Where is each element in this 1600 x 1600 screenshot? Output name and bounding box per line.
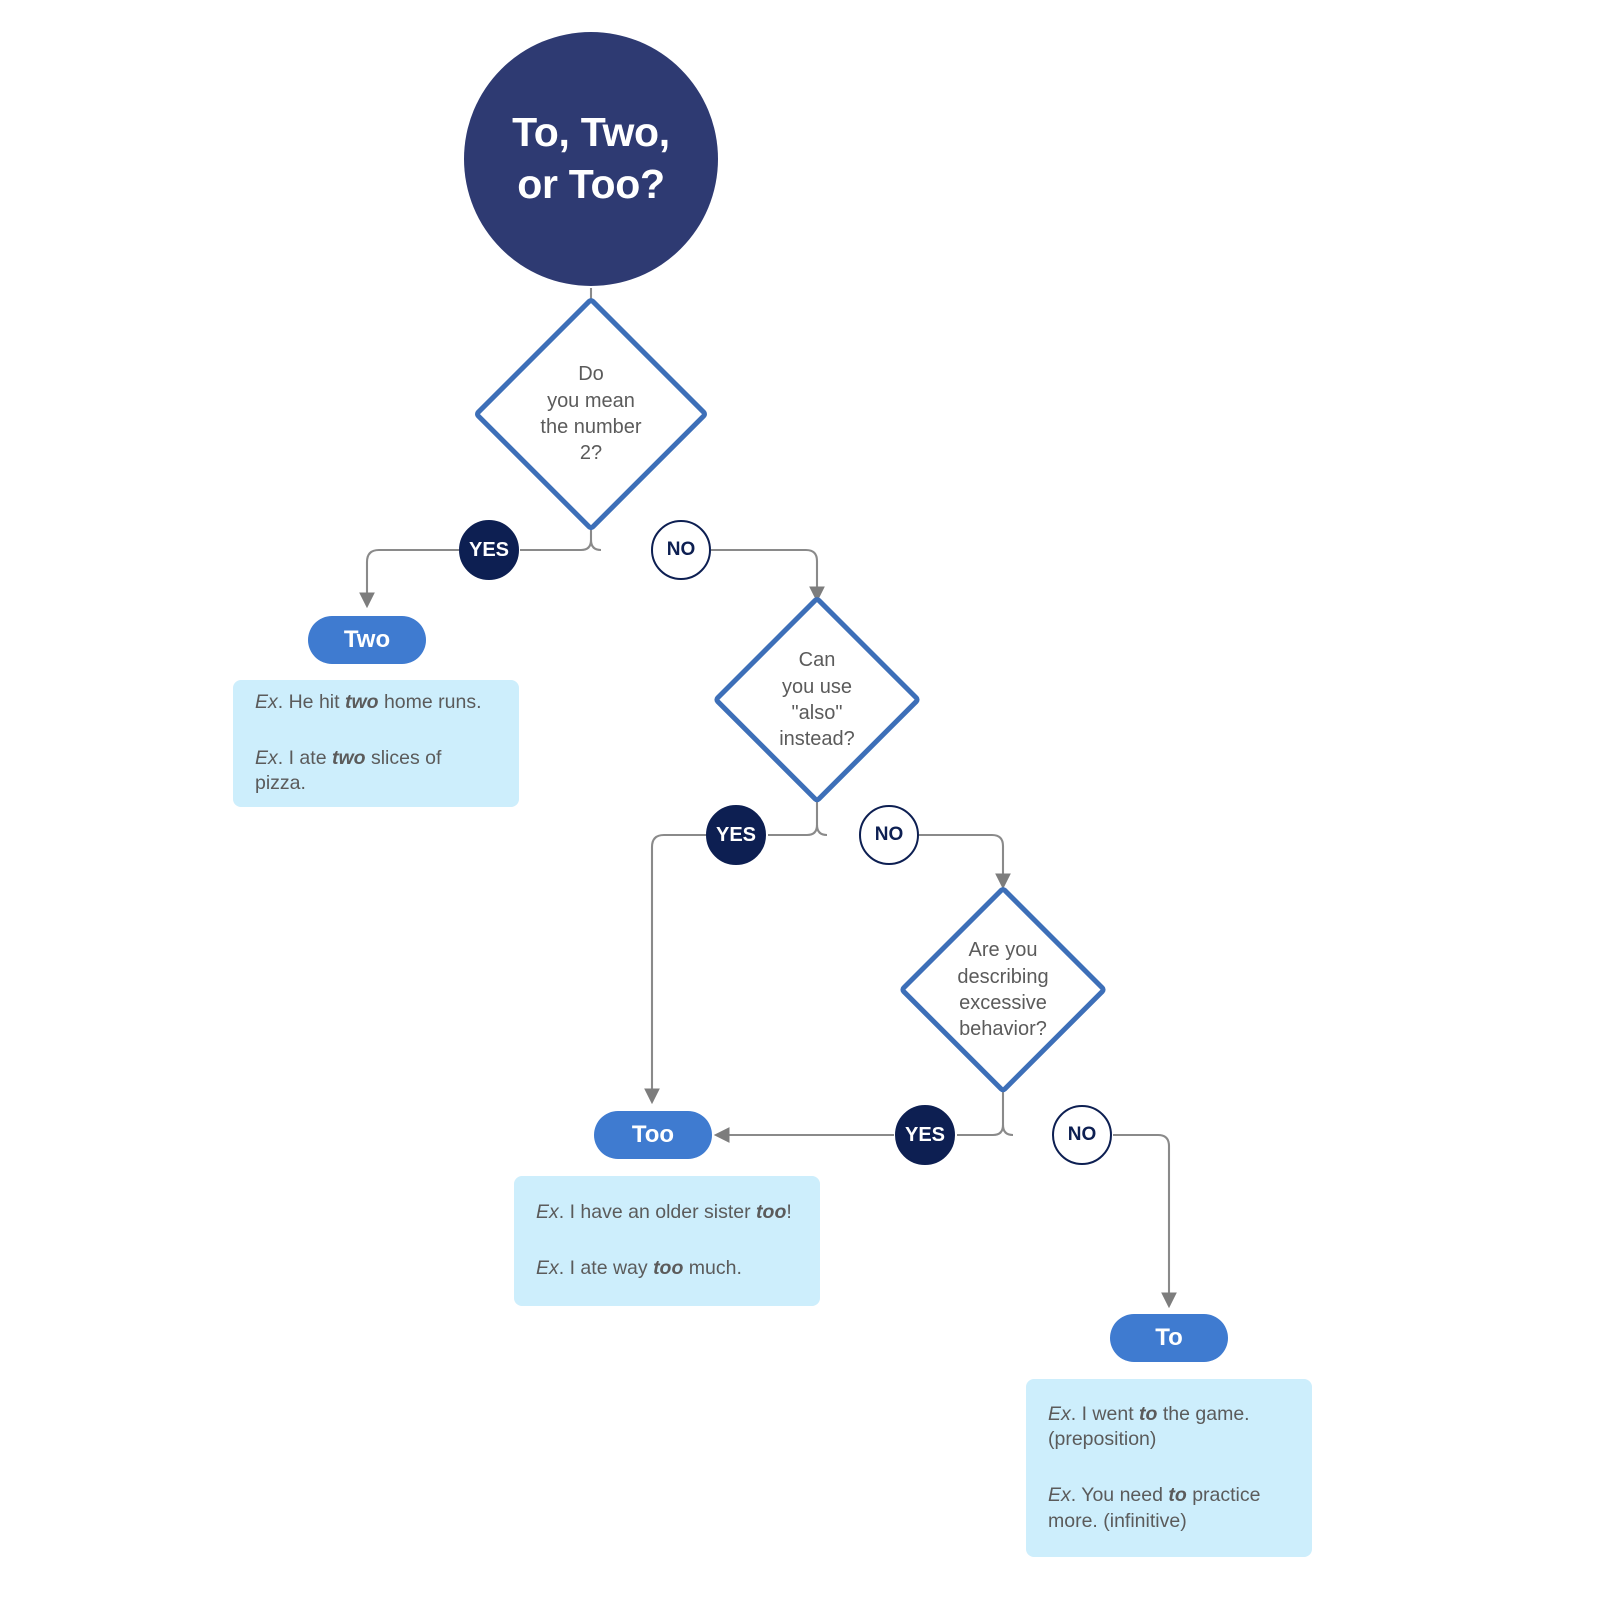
wire-d3-no-to-to: [1113, 1133, 1177, 1309]
example-after: much.: [683, 1257, 742, 1279]
example-box-two: Ex. He hit two home runs. Ex. I ate two …: [233, 680, 519, 807]
badge-no-also-instead[interactable]: NO: [859, 805, 919, 865]
wire-d2-no-to-d3: [919, 833, 1011, 890]
example-before: . I have an older sister: [558, 1201, 757, 1224]
badge-no-excessive-behavior[interactable]: NO: [1052, 1105, 1112, 1165]
wire-d1-yes-to-two: [359, 548, 459, 609]
decision-label-number-two: Do you mean the number 2?: [540, 363, 642, 465]
decision-node-also-instead[interactable]: Can you use "also" instead?: [712, 595, 922, 805]
wire-d1-stem-left: [520, 539, 593, 552]
badge-label: YES: [468, 538, 510, 561]
badge-label: YES: [715, 823, 757, 846]
decision-label-also-instead: Can you use "also" instead?: [779, 649, 855, 751]
example-keyword: two: [331, 746, 366, 769]
example-after: practice more. (infinitive): [1048, 1484, 1261, 1532]
answer-pill-too[interactable]: Too: [594, 1111, 712, 1159]
badge-yes-excessive-behavior[interactable]: YES: [895, 1105, 955, 1165]
decision-node-number-two[interactable]: Do you mean the number 2?: [473, 296, 709, 532]
example-after: home runs.: [378, 690, 482, 713]
badge-yes-also-instead[interactable]: YES: [706, 805, 766, 865]
answer-pill-two[interactable]: Two: [308, 616, 426, 664]
example-before: . You need: [1070, 1484, 1169, 1506]
example-tag: Ex: [536, 1201, 559, 1224]
example-line: Ex. I went to the game. (preposition): [1048, 1402, 1290, 1453]
example-before: . I ate: [277, 746, 332, 769]
example-keyword: to: [1139, 1402, 1158, 1425]
example-before: . He hit: [277, 690, 345, 713]
answer-pill-label: Two: [343, 626, 391, 653]
wire-d3-stem: [1001, 1090, 1014, 1137]
example-tag: Ex: [255, 746, 278, 769]
badge-no-number-two[interactable]: NO: [651, 520, 711, 580]
example-keyword: to: [1168, 1484, 1187, 1506]
example-tag: Ex: [255, 690, 278, 713]
wire-d2-yes-to-too: [644, 833, 706, 1105]
badge-label: NO: [1067, 1124, 1097, 1145]
example-line: Ex. You need to practice more. (infiniti…: [1048, 1483, 1290, 1534]
example-tag: Ex: [1048, 1402, 1071, 1425]
chart-title-line-2: or Too?: [517, 161, 665, 207]
example-keyword: too: [653, 1257, 684, 1279]
example-tag: Ex: [1048, 1484, 1071, 1506]
example-line: Ex. I ate way too much.: [536, 1256, 798, 1282]
example-line: Ex. He hit two home runs.: [255, 690, 497, 716]
decision-label-excessive-behavior: Are you describing excessive behavior?: [957, 939, 1049, 1041]
answer-pill-to[interactable]: To: [1110, 1314, 1228, 1362]
badge-label: NO: [874, 824, 904, 845]
example-before: . I ate way: [558, 1257, 654, 1279]
example-keyword: two: [344, 690, 379, 713]
decision-node-excessive-behavior[interactable]: Are you describing excessive behavior?: [898, 885, 1108, 1095]
example-before: . I went: [1070, 1402, 1140, 1425]
example-box-too: Ex. I have an older sister too! Ex. I at…: [514, 1176, 820, 1306]
badge-label: YES: [904, 1123, 946, 1146]
wire-d1-no-to-d2: [711, 548, 825, 603]
example-after: the game. (preposition): [1048, 1402, 1250, 1451]
answer-pill-label: Too: [631, 1121, 675, 1148]
answer-pill-label: To: [1155, 1324, 1183, 1351]
wire-d2-stem-left: [768, 824, 819, 837]
badge-yes-number-two[interactable]: YES: [459, 520, 519, 580]
example-box-to: Ex. I went to the game. (preposition) Ex…: [1026, 1379, 1312, 1557]
example-line: Ex. I ate two slices of pizza.: [255, 746, 497, 797]
badge-label: NO: [666, 539, 696, 560]
example-tag: Ex: [536, 1257, 559, 1279]
example-keyword: too: [756, 1201, 787, 1224]
example-line: Ex. I have an older sister too!: [536, 1200, 798, 1226]
chart-title-line-1: To, Two,: [512, 109, 670, 156]
example-after: !: [786, 1201, 792, 1224]
example-after: slices of pizza.: [255, 746, 442, 795]
wire-d3-stem-left: [957, 1124, 1005, 1137]
chart-title-node: To, Two, or Too?: [464, 32, 718, 286]
